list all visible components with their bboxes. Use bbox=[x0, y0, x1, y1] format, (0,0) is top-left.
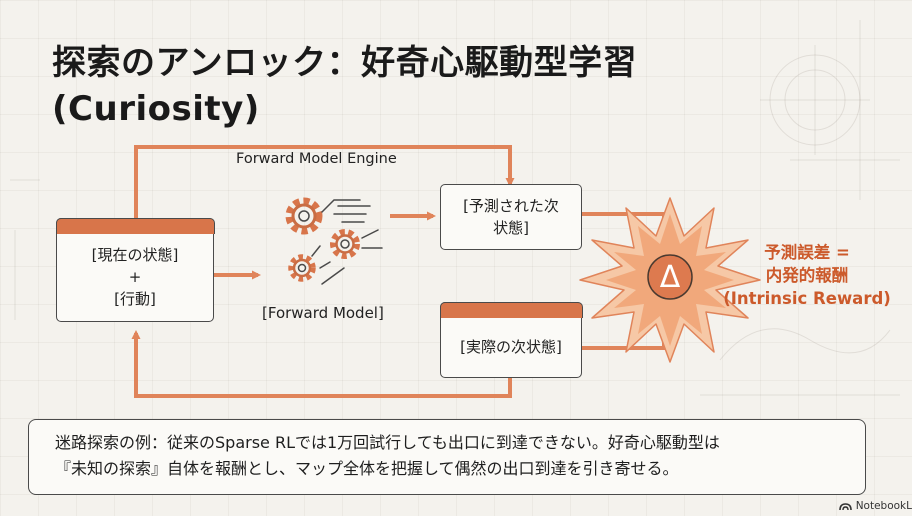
note-line-2: 『未知の探索』自体を報酬とし、マップ全体を把握して偶然の出口到達を引き寄せる。 bbox=[55, 459, 679, 478]
arrow-actual-to-current bbox=[131, 330, 512, 398]
reward-line-2: 内発的報酬 bbox=[765, 266, 849, 285]
reward-line-3: (Intrinsic Reward) bbox=[723, 289, 891, 308]
forward-model-engine-label: Forward Model Engine bbox=[236, 151, 397, 167]
current-state-text: [現在の状態] + [行動] bbox=[91, 246, 179, 308]
actual-state-header-band bbox=[439, 301, 583, 318]
arrow-current-to-predicted bbox=[134, 145, 515, 218]
reward-line-1: 予測誤差 = bbox=[764, 243, 850, 262]
note-line-1: 迷路探索の例：従来のSparse RLでは1万回試行しても出口に到達できない。好… bbox=[55, 433, 720, 452]
brand-name: NotebookL bbox=[855, 500, 912, 512]
example-note-box: 迷路探索の例：従来のSparse RLでは1万回試行しても出口に到達できない。好… bbox=[28, 419, 866, 495]
title-line-2: (Curiosity) bbox=[52, 89, 260, 129]
predicted-state-box: [予測された次 状態] bbox=[440, 184, 582, 250]
current-state-box: [現在の状態] + [行動] bbox=[55, 217, 215, 322]
title-line-1: 探索のアンロック：好奇心駆動型学習 bbox=[52, 43, 638, 83]
current-state-header-band bbox=[55, 217, 215, 234]
gear-cluster-icon bbox=[285, 197, 383, 285]
predicted-state-text: [予測された次 状態] bbox=[463, 197, 559, 237]
delta-circle bbox=[647, 254, 693, 300]
notebooklm-logo-icon bbox=[838, 502, 852, 510]
page-title: 探索のアンロック：好奇心駆動型学習 (Curiosity) bbox=[52, 40, 637, 132]
delta-symbol: Δ bbox=[659, 259, 681, 295]
brand-watermark: NotebookL bbox=[838, 496, 912, 516]
actual-state-box: [実際の次状態] bbox=[439, 301, 583, 378]
forward-model-label: [Forward Model] bbox=[262, 304, 384, 322]
actual-state-text: [実際の次状態] bbox=[460, 338, 562, 356]
intrinsic-reward-label: 予測誤差 = 内発的報酬 (Intrinsic Reward) bbox=[712, 241, 902, 310]
